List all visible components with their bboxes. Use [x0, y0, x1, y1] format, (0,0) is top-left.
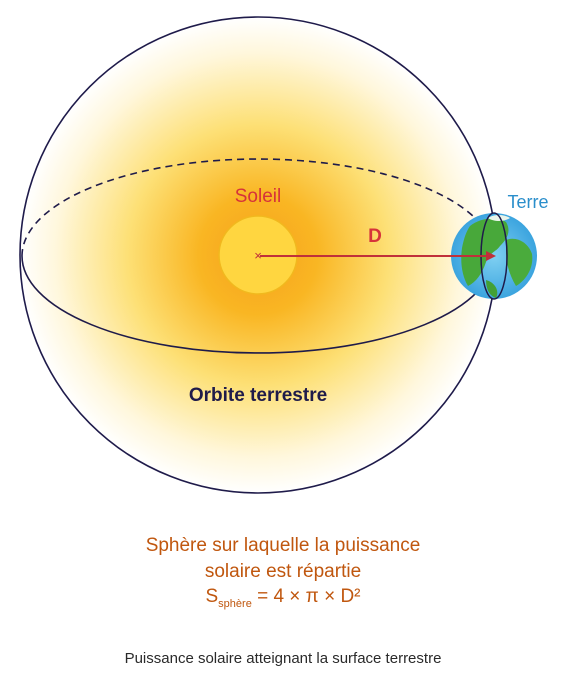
earth-label: Terre	[507, 192, 548, 212]
formula-symbol: S	[205, 586, 219, 607]
formula-subscript: sphère	[218, 598, 252, 610]
orbit-back-dashed	[21, 158, 495, 257]
sun-label: Soleil	[235, 186, 281, 207]
caption-line-1: Sphère sur laquelle la puissance	[145, 535, 421, 556]
distance-label: D	[368, 226, 382, 247]
surface-formula: Ssphère = 4 × π × D²	[0, 586, 566, 610]
caption-line-2: solaire est répartie	[204, 561, 362, 582]
formula-expression: = 4 × π × D²	[251, 586, 361, 607]
orbit-front	[21, 255, 495, 354]
sun-center-mark: ×	[254, 248, 262, 263]
footer-caption: Puissance solaire atteignant la surface …	[124, 650, 442, 667]
orbit-label: Orbite terrestre	[189, 385, 327, 406]
